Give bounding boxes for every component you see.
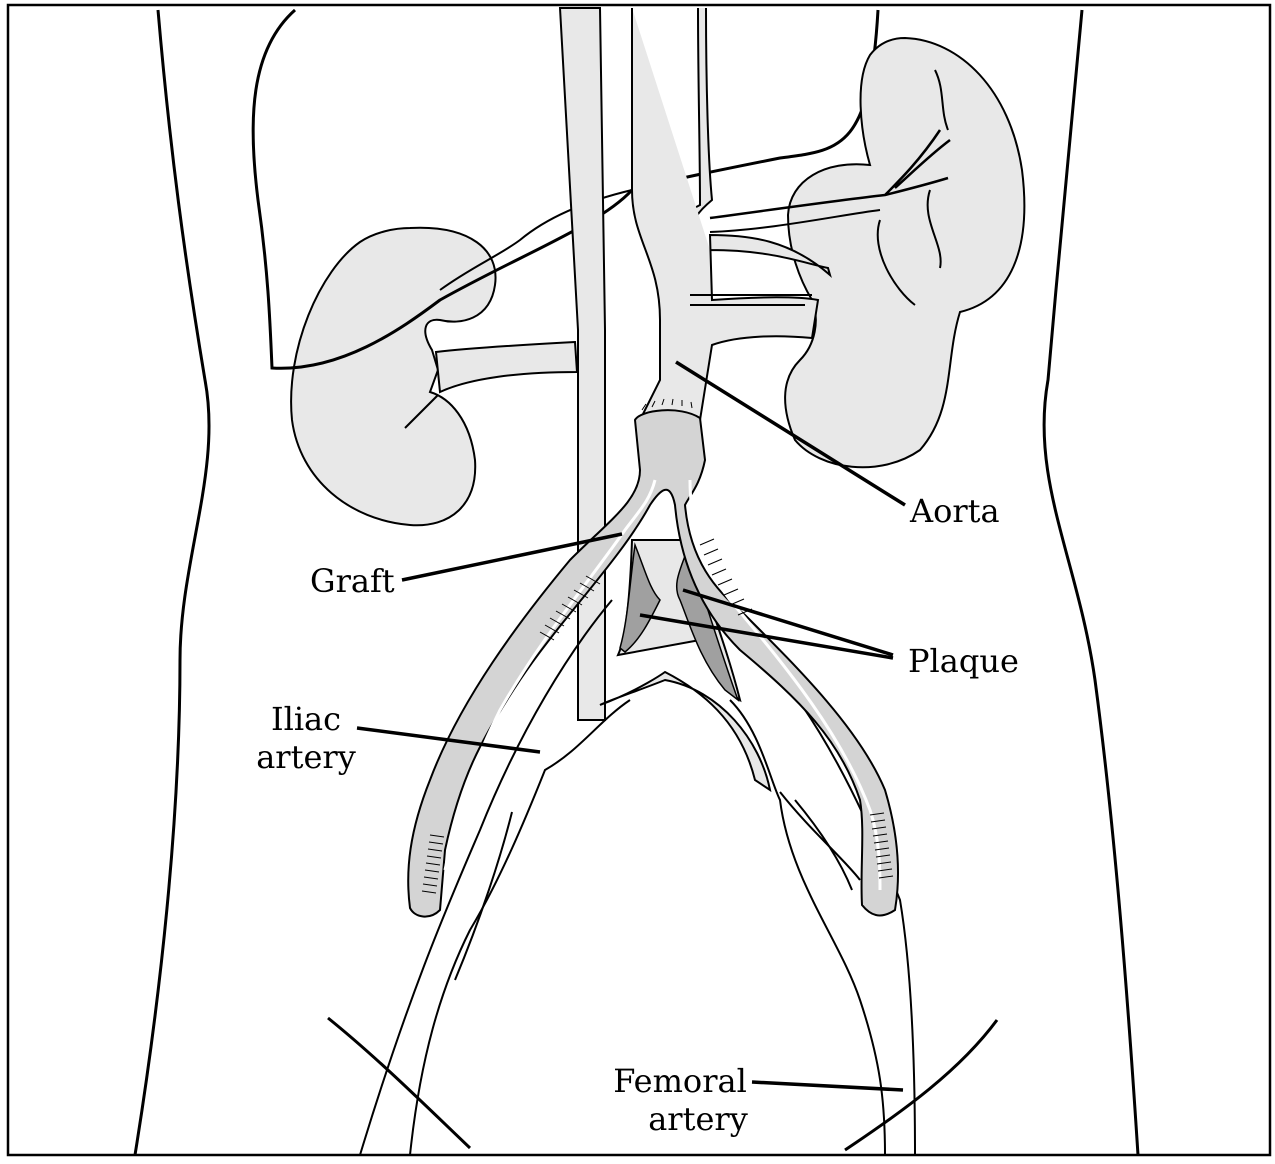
plaque-label: Plaque (908, 642, 1019, 680)
graft-label: Graft (310, 562, 395, 600)
femoral-label-line1: Femoral (613, 1062, 747, 1100)
aorta-label: Aorta (909, 492, 1000, 530)
iliac-label-line2: artery (256, 738, 356, 776)
iliac-label-line1: Iliac (271, 700, 341, 738)
femoral-label-line2: artery (648, 1100, 748, 1138)
